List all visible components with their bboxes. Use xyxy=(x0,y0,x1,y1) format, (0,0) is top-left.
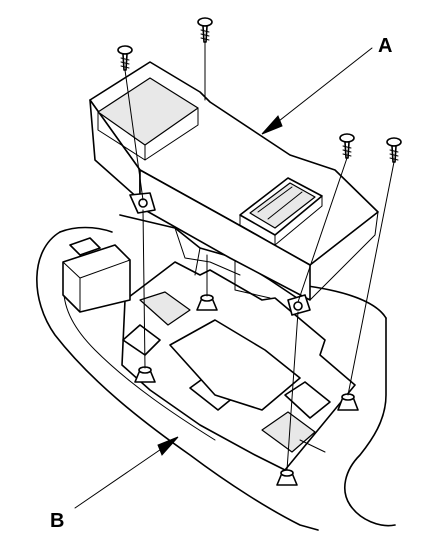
recess-opening-1 xyxy=(139,291,191,326)
screw-4 xyxy=(386,137,402,163)
armrest-panel-b xyxy=(36,226,396,531)
screw-1 xyxy=(197,17,213,43)
screw-3 xyxy=(339,133,355,159)
mounting-tab-left xyxy=(129,192,156,214)
screw-2 xyxy=(117,45,133,71)
alignment-lines xyxy=(124,41,395,471)
callout-b: B xyxy=(50,436,179,532)
recess-opening-3 xyxy=(261,411,316,453)
power-window-switch-a xyxy=(89,61,379,316)
mounting-boss-4 xyxy=(276,469,298,486)
callout-label-a: A xyxy=(378,35,392,57)
mounting-boss-2 xyxy=(196,294,218,311)
mounting-tab-right xyxy=(287,294,311,316)
armrest-block xyxy=(62,237,131,313)
callout-a: A xyxy=(261,35,392,135)
switch-button xyxy=(239,177,323,246)
callout-label-b: B xyxy=(50,510,64,532)
mounting-boss-3 xyxy=(337,393,359,411)
